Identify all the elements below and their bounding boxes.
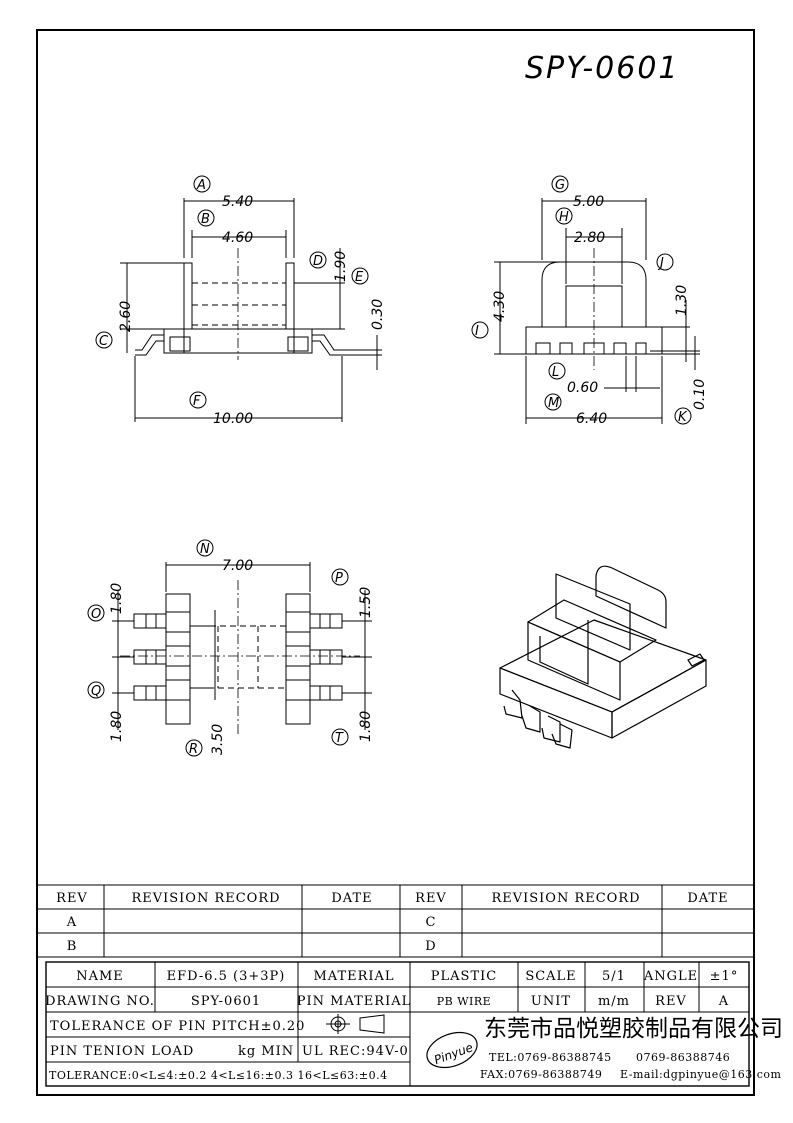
dim-value-l: 0.60 [567,380,598,396]
rev-header-2: REV [415,891,447,906]
dim-value-b: 4.60 [222,230,253,246]
dim-value-d: 1.90 [333,251,349,282]
name-value: EFD-6.5 (3+3P) [167,969,286,984]
dim-label-b: B [201,212,210,227]
dim-value-h: 2.80 [574,230,605,246]
ul-rec: UL REC:94V-0 [302,1044,409,1059]
date-header-1: DATE [331,891,372,906]
angle-value: ±1° [710,969,739,984]
pinyue-logo: Pinyue [426,1031,478,1069]
drawing-no-value: SPY-0601 [191,994,261,1009]
unit-label: UNIT [531,994,571,1009]
dim-value-e: 0.30 [370,299,386,330]
dim-value-i: 4.30 [492,291,508,322]
dim-label-l: L [552,365,559,380]
rev-cell-b: B [67,939,78,954]
dim-label-q: Q [91,684,101,699]
pin-tension-load: PIN TENION LOAD [50,1044,194,1059]
dim-value-j: 1.30 [674,285,690,316]
rev-label: REV [655,994,687,1009]
email: E-mail:dgpinyue@163.com [620,1068,781,1081]
dim-value-f: 10.00 [213,411,253,427]
sheet-border [36,29,755,1096]
revision-record-header-2: REVISION RECORD [491,891,640,906]
scale-label: SCALE [525,969,576,984]
dim-value-n: 7.00 [222,558,253,574]
scale-value: 5/1 [602,969,626,984]
rev-cell-d: D [425,939,436,954]
angle-label: ANGLE [643,969,698,984]
isometric-view [499,565,707,749]
drawing-no-label: DRAWING NO. [45,994,155,1009]
rev-cell-a: A [66,915,77,930]
dim-label-m: M [548,396,559,411]
dim-value-q: 1.80 [109,711,125,742]
dim-value-m: 6.40 [576,411,607,427]
dim-label-f: F [193,394,201,409]
logo-text: Pinyue [432,1040,475,1067]
dim-label-j: J [657,256,664,271]
front-view: A 5.40 B 4.60 C 2.60 D 1.90 E 0.30 [95,175,386,427]
material-label: MATERIAL [313,969,394,984]
telephone: TEL:0769-86388745 [489,1051,612,1064]
dim-label-c: C [99,334,109,349]
side-view: G 5.00 H 2.80 I 4.30 J 1.30 K 0.10 L 0.6… [471,175,708,427]
dim-label-r: R [189,742,198,757]
tolerance-pin-pitch: TOLERANCE OF PIN PITCH±0.20 [50,1019,305,1034]
dim-value-g: 5.00 [573,194,604,210]
dim-value-k: 0.10 [692,379,708,410]
date-header-2: DATE [687,891,728,906]
material-value: PLASTIC [431,969,497,984]
dim-value-r: 3.50 [210,724,226,755]
company-name: 东莞市品悦塑胶制品有限公司 [484,1016,783,1042]
tolerance-general: TOLERANCE:0<L≤4:±0.2 4<L≤16:±0.3 16<L≤63… [49,1069,388,1082]
unit-value: m/m [598,994,630,1009]
dim-label-t: T [335,731,344,746]
projection-symbol-icon [326,1014,385,1034]
dim-label-n: N [200,542,210,557]
dim-label-d: D [313,254,323,269]
dim-value-t: 1.80 [358,711,374,742]
part-number-title: SPY-0601 [525,51,680,86]
dim-label-e: E [355,270,364,285]
telephone-2: 0769-86388746 [636,1051,730,1064]
dim-value-c: 2.60 [118,301,134,332]
pin-material-value: PB WIRE [437,995,491,1008]
rev-value: A [718,994,729,1009]
dim-value-p: 1.50 [358,587,374,618]
pin-tension-unit: kg MIN [238,1044,294,1059]
title-block: NAME EFD-6.5 (3+3P) MATERIAL PLASTIC SCA… [45,961,783,1087]
dim-label-g: G [555,178,565,193]
bottom-view: N 7.00 O 1.80 Q 1.80 P 1.50 T 1.80 R 3.5… [87,539,374,757]
name-label: NAME [76,969,124,984]
dim-value-a: 5.40 [222,194,253,210]
dim-label-o: O [91,607,101,622]
dim-label-a: A [196,178,206,193]
fax: FAX:0769-86388749 [480,1068,602,1081]
rev-header-1: REV [56,891,88,906]
dim-label-h: H [559,210,569,225]
dim-value-o: 1.80 [109,583,125,614]
dim-label-k: K [678,410,688,425]
rev-cell-c: C [426,915,437,930]
dim-label-i: I [475,324,479,339]
revision-table: REV REVISION RECORD DATE REV REVISION RE… [37,884,754,958]
revision-record-header-1: REVISION RECORD [131,891,280,906]
dim-label-p: P [335,571,343,586]
pin-material-label: PIN MATERIAL [297,994,411,1009]
